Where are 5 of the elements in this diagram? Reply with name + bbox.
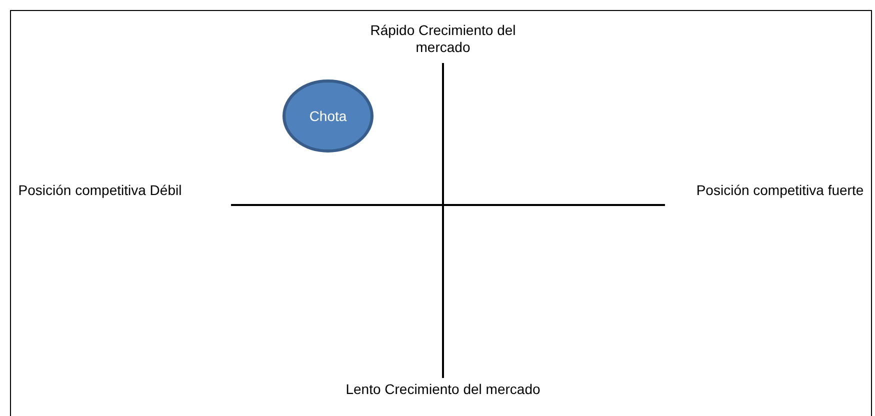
axis-label: Posición competitiva Débil xyxy=(17,182,183,199)
ellipse-node: Chota xyxy=(282,79,374,153)
axis-label: Posición competitiva fuerte xyxy=(695,182,865,199)
axis-label: Lento Crecimiento del mercado xyxy=(344,381,542,398)
axis-label: Rápido Crecimiento del mercado xyxy=(369,22,517,56)
